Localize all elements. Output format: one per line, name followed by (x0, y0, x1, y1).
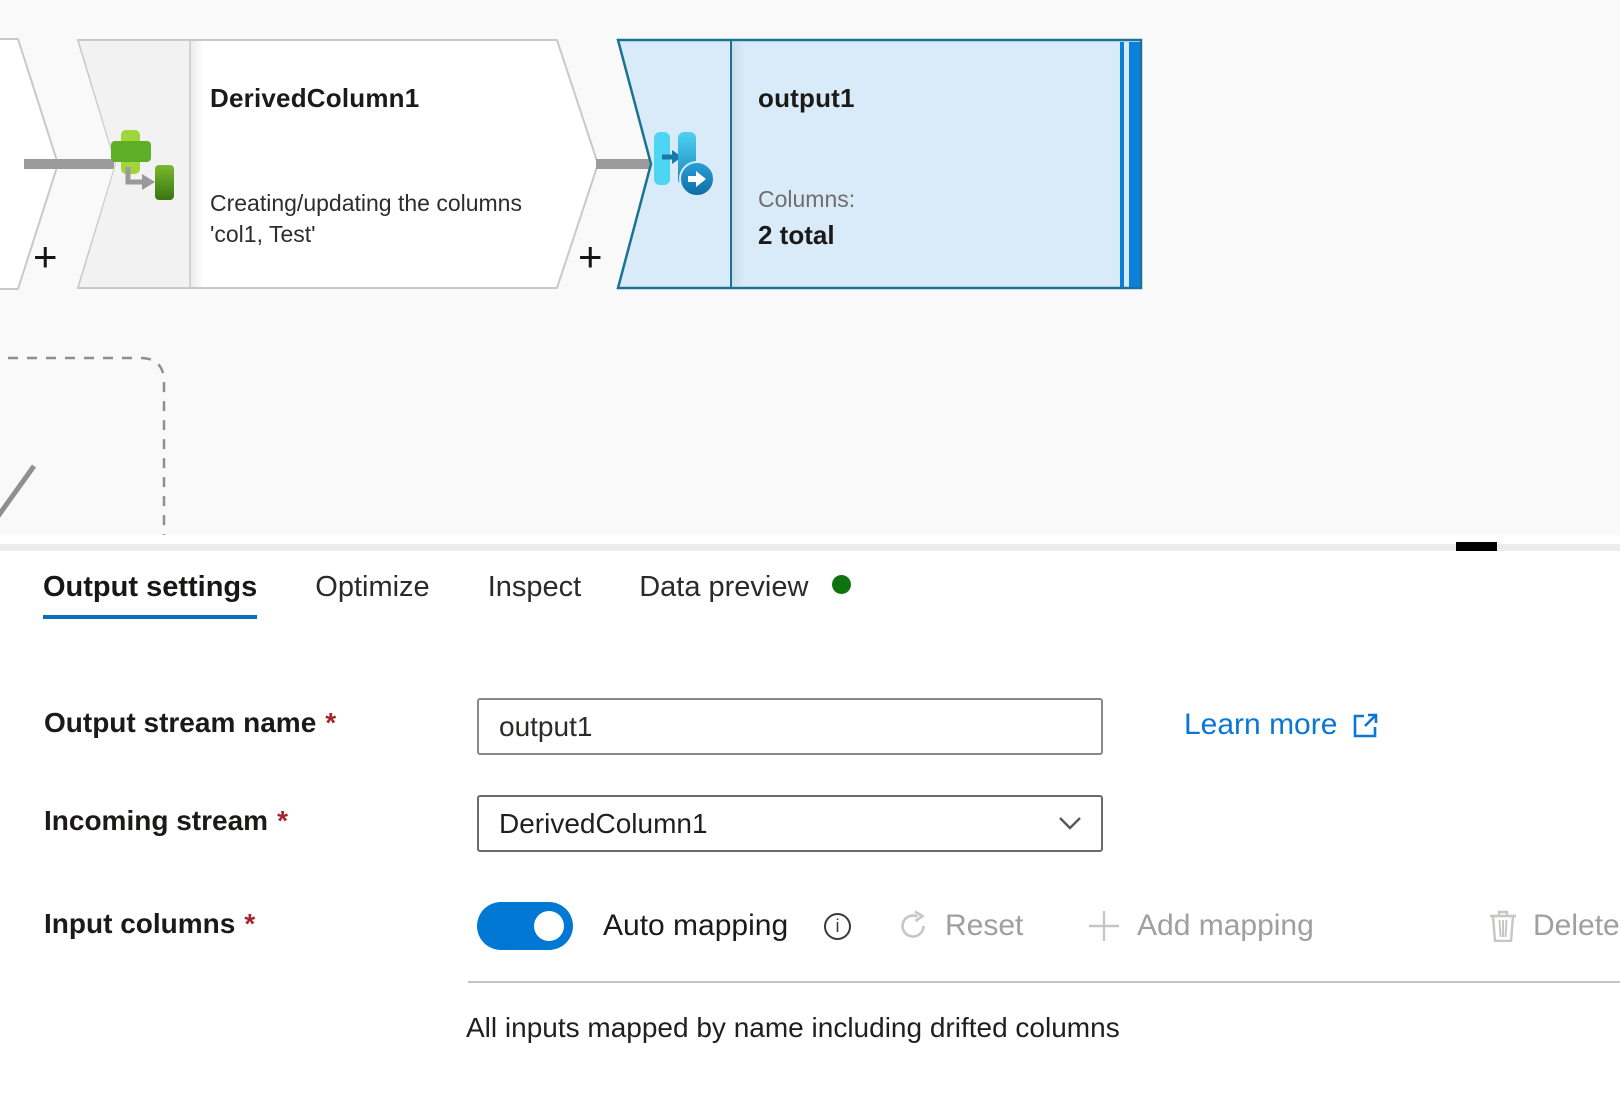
incoming-stream-dropdown[interactable]: DerivedColumn1 (477, 795, 1103, 852)
external-link-icon (1354, 713, 1378, 738)
learn-more-link[interactable]: Learn more (1184, 700, 1379, 750)
output-node-columns-label: Columns: (758, 186, 856, 212)
auto-mapping-toggle[interactable] (477, 902, 573, 950)
add-node-icon[interactable]: + (578, 233, 603, 280)
output-node-columns-value: 2 total (758, 220, 835, 250)
add-node-icon[interactable]: + (33, 233, 58, 280)
add-mapping-label: Add mapping (1137, 909, 1314, 942)
reset-icon (901, 910, 925, 938)
required-asterisk: * (244, 908, 256, 939)
learn-more-label: Learn more (1184, 708, 1338, 741)
settings-tab-bar: Output settings Optimize Inspect Data pr… (43, 568, 852, 619)
plus-icon (1089, 911, 1119, 941)
edge-connector-2[interactable] (596, 159, 654, 169)
required-asterisk: * (325, 707, 337, 738)
reset-label: Reset (945, 909, 1024, 942)
edge-connector-1[interactable] (24, 159, 114, 169)
panel-drag-handle[interactable] (1456, 542, 1497, 551)
sink-end-bar-thick (1129, 42, 1140, 287)
incoming-stream-label: Incoming stream * (44, 805, 288, 837)
dataflow-canvas[interactable]: DerivedColumn1 Creating/updating the col… (0, 0, 1620, 535)
incoming-stream-value: DerivedColumn1 (499, 807, 708, 839)
node-output-sink[interactable] (616, 38, 1143, 290)
output-node-title: output1 (758, 83, 855, 113)
output-stream-name-label: Output stream name * (44, 707, 336, 739)
node-derived-column[interactable] (76, 39, 600, 289)
input-columns-label: Input columns * (44, 908, 255, 940)
tab-output-settings[interactable]: Output settings (43, 568, 258, 619)
tab-data-preview-label: Data preview (639, 571, 809, 603)
mapping-section-divider (468, 981, 1620, 983)
mapping-note: All inputs mapped by name including drif… (466, 1012, 1120, 1043)
sink-end-bar-thin (1120, 42, 1124, 287)
panel-gap (0, 535, 1620, 544)
panel-splitter (0, 544, 1620, 551)
selection-dashed-outline (0, 356, 166, 535)
sink-icon (654, 132, 715, 197)
stray-edge-line (0, 464, 37, 518)
incoming-stream-text: Incoming stream (44, 805, 269, 836)
delete-label: Delete (1533, 909, 1620, 942)
info-icon[interactable] (824, 913, 851, 940)
add-mapping-button[interactable]: Add mapping (1087, 902, 1314, 950)
chevron-down-icon (1059, 817, 1081, 830)
delete-button[interactable]: Delete (1489, 902, 1620, 950)
required-asterisk: * (277, 805, 288, 836)
auto-mapping-label: Auto mapping (603, 909, 789, 942)
input-columns-text: Input columns (44, 908, 236, 939)
tab-data-preview[interactable]: Data preview (639, 568, 852, 619)
derived-node-title: DerivedColumn1 (210, 83, 420, 113)
tab-inspect[interactable]: Inspect (487, 571, 582, 603)
reset-button[interactable]: Reset (897, 902, 1023, 950)
tab-optimize[interactable]: Optimize (315, 571, 430, 603)
derived-column-icon (111, 130, 174, 200)
derived-node-description: Creating/updating the columns 'col1, Tes… (210, 190, 522, 247)
canvas-shapes (0, 38, 1143, 535)
output-stream-name-input[interactable] (477, 698, 1103, 755)
trash-icon (1490, 910, 1516, 942)
output-stream-name-text: Output stream name (44, 707, 317, 738)
data-preview-status-dot (832, 575, 852, 594)
toggle-knob (534, 911, 564, 941)
